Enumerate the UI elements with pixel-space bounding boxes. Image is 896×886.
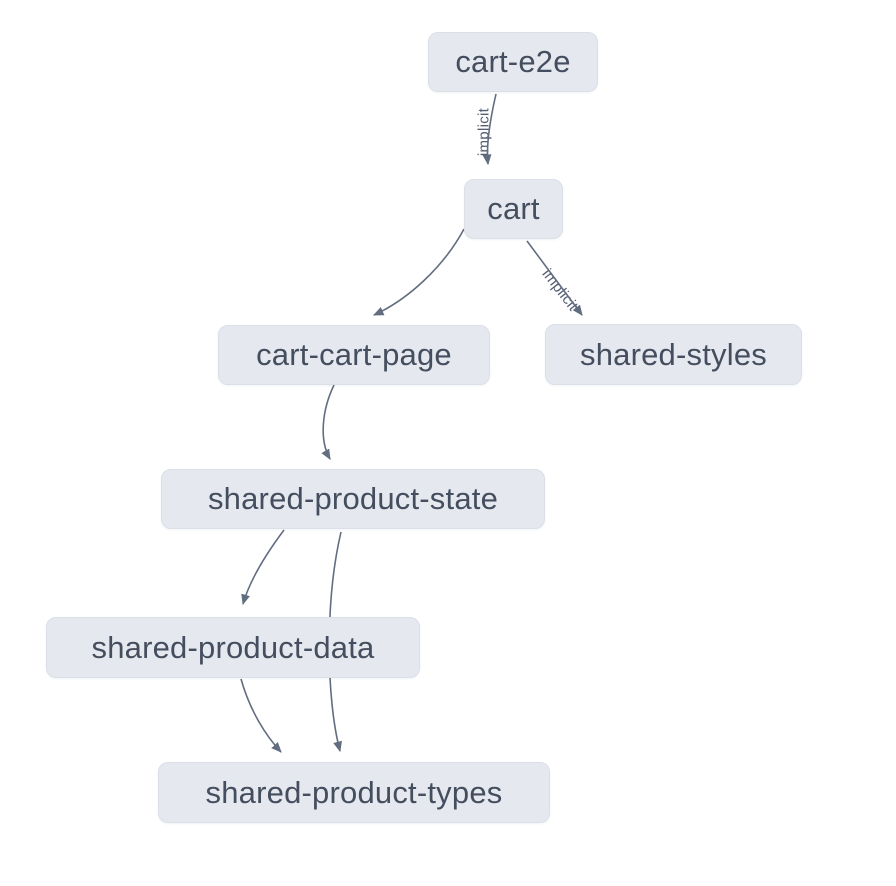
node-shared-product-types[interactable]: shared-product-types <box>158 762 550 823</box>
edge-shared-product-data-to-shared-product-types <box>240 678 282 753</box>
node-label: shared-product-state <box>207 481 499 516</box>
node-label: shared-styles <box>580 336 767 372</box>
edge-cart-to-shared-styles <box>526 240 583 316</box>
node-label: cart-cart-page <box>256 337 452 372</box>
node-cart-cart-page[interactable]: cart-cart-page <box>218 325 490 385</box>
edge-cart-to-cart-cart-page <box>372 228 465 316</box>
edge-shared-product-state-to-shared-product-data <box>241 529 285 606</box>
node-shared-product-state[interactable]: shared-product-state <box>161 469 545 529</box>
node-label: shared-product-data <box>91 629 375 665</box>
node-shared-styles[interactable]: shared-styles <box>545 324 802 385</box>
edge-cart-e2e-to-cart <box>482 93 497 166</box>
node-label: cart-e2e <box>455 44 571 79</box>
edge-label-cart-e2e-cart: implicit <box>476 107 493 156</box>
node-cart-e2e[interactable]: cart-e2e <box>428 32 598 92</box>
node-label: cart <box>487 191 540 226</box>
node-shared-product-data[interactable]: shared-product-data <box>46 617 420 678</box>
node-label: shared-product-types <box>205 774 503 810</box>
node-cart[interactable]: cart <box>464 179 563 239</box>
edge-cart-cart-page-to-shared-product-state <box>321 384 335 460</box>
